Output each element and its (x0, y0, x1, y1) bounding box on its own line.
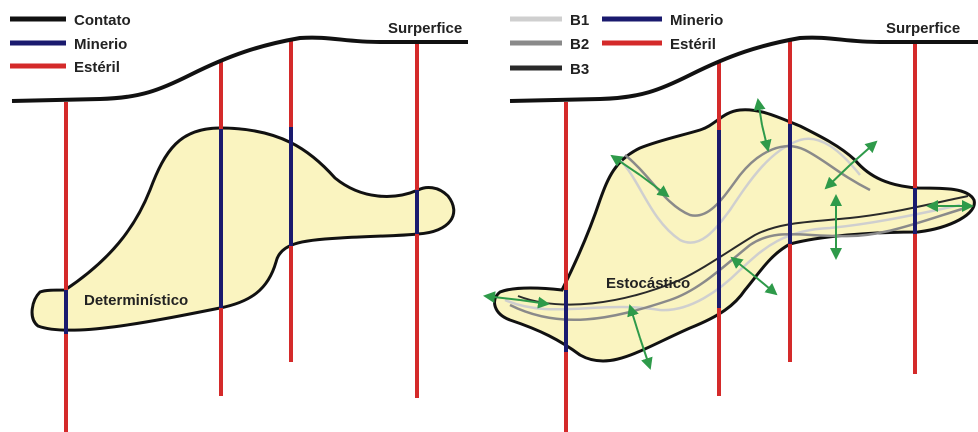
legend-label-minerio: Minerio (74, 36, 127, 53)
uncertainty-arrow (850, 142, 876, 165)
uncertainty-arrow (752, 274, 776, 294)
legend-label-esteril: Estéril (670, 36, 716, 53)
legend-realizations: B1 B2 B3 (510, 12, 589, 78)
left-panel: Contato Minerio Estéril Surperfice Deter… (10, 12, 468, 432)
legend-label-esteril: Estéril (74, 59, 120, 76)
surface-label: Surperfice (388, 20, 462, 37)
legend-materials: Minerio Estéril (602, 12, 723, 53)
surface-label: Surperfice (886, 20, 960, 37)
legend: Contato Minerio Estéril (10, 12, 131, 76)
right-panel: B1 B2 B3 Minerio Estéril Surperfice Esto… (485, 12, 978, 432)
legend-label-b3: B3 (570, 61, 589, 78)
legend-label-contato: Contato (74, 12, 131, 29)
body-label: Determinístico (84, 292, 188, 309)
legend-label-b2: B2 (570, 36, 589, 53)
legend-label-b1: B1 (570, 12, 589, 29)
legend-label-minerio: Minerio (670, 12, 723, 29)
body-label: Estocástico (606, 275, 690, 292)
